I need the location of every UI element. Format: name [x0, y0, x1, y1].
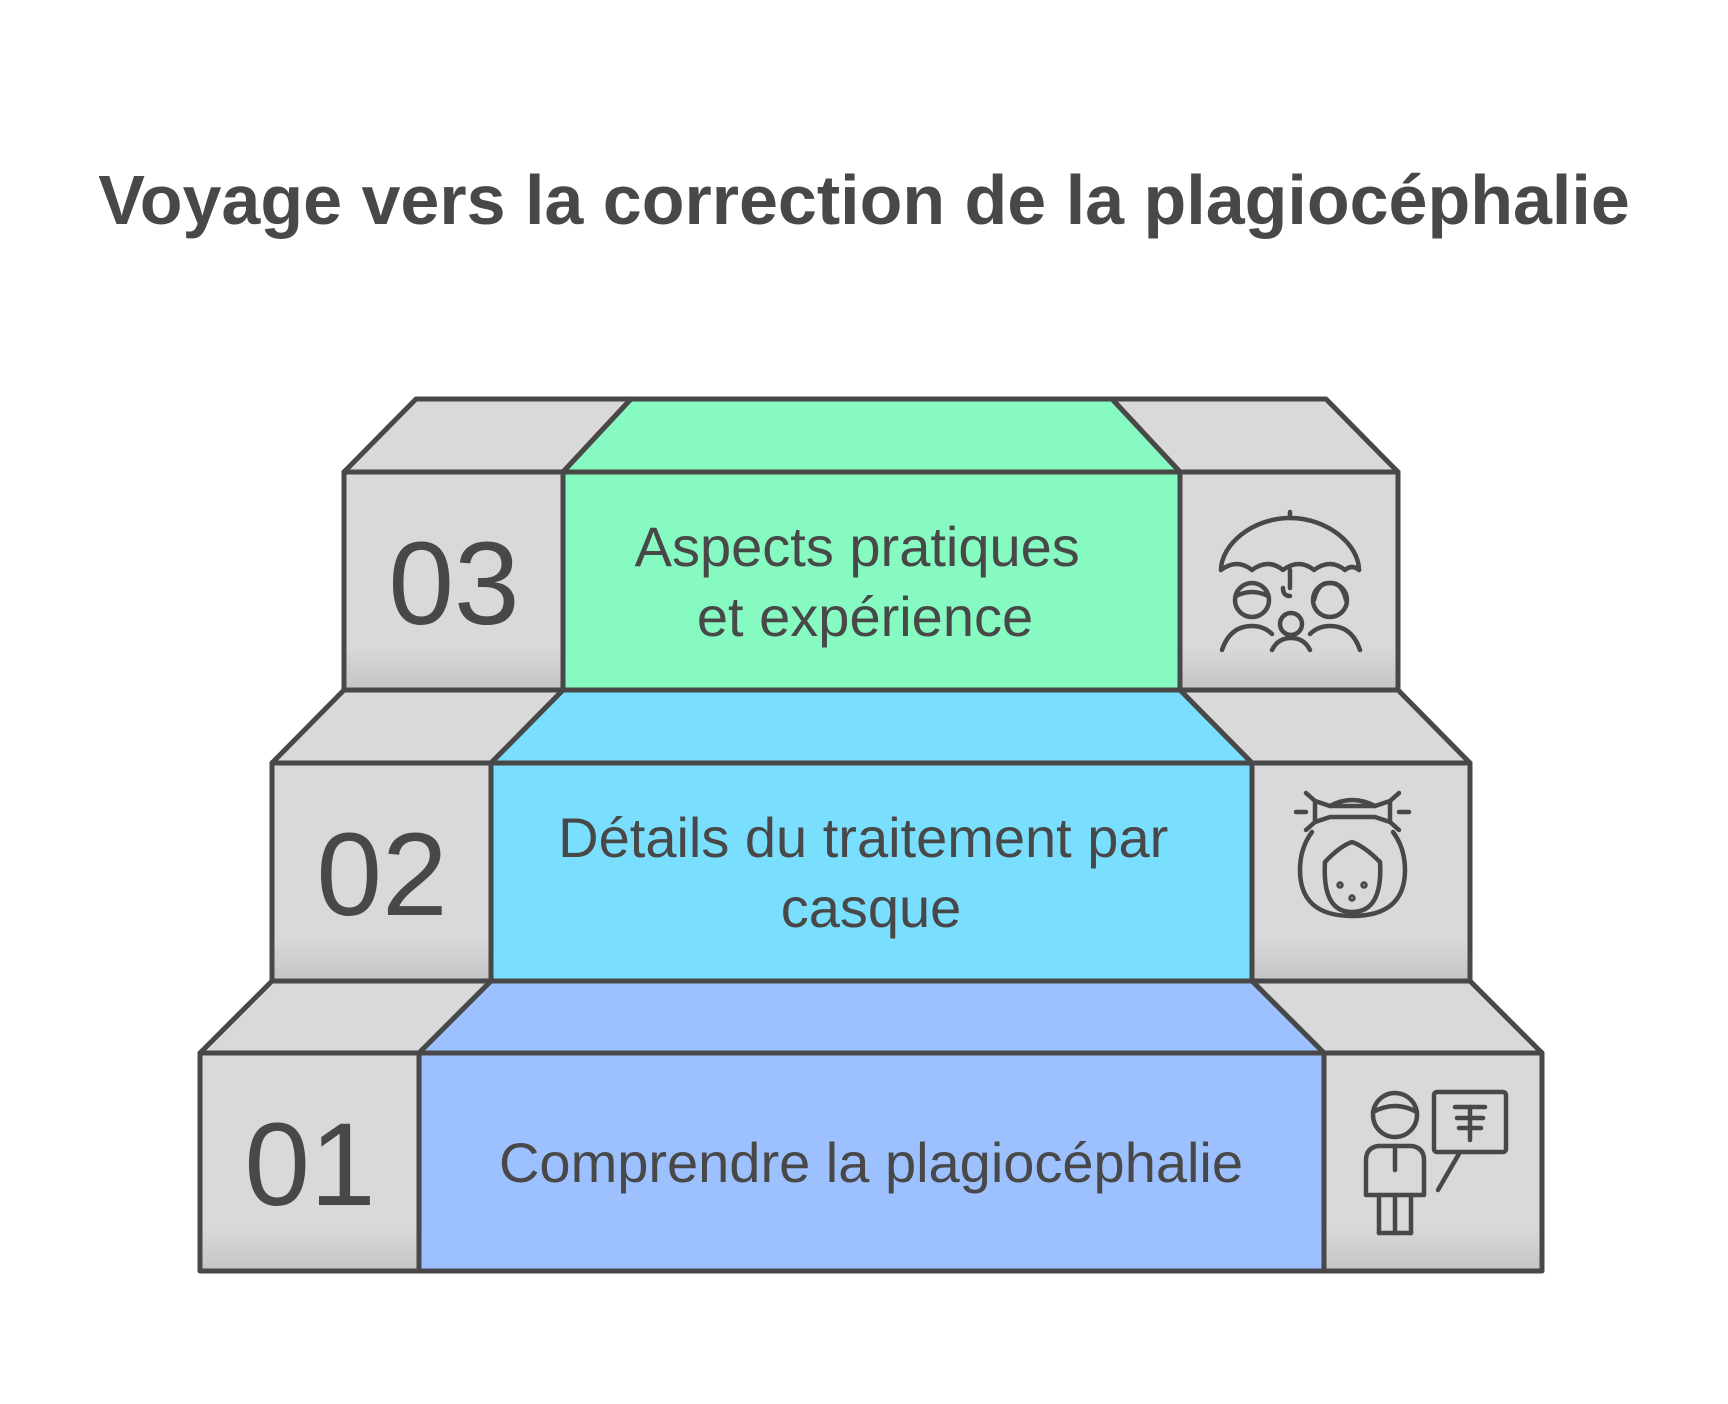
step-03-label-line-1: Aspects pratiques — [635, 515, 1080, 578]
doctor-xray-icon — [1363, 1089, 1509, 1236]
step-02-number: 02 — [316, 809, 447, 941]
step-02-icon-block — [1249, 760, 1473, 984]
step-02-label-line-1: Détails du traitement par — [558, 806, 1168, 869]
step-02: 02 Détails du traitement par casque — [269, 687, 1473, 984]
step-03-number: 03 — [388, 518, 519, 650]
step-03-center-top — [560, 396, 1183, 475]
step-03-label-block — [560, 469, 1183, 693]
step-01-icon-block — [1321, 1050, 1545, 1274]
family-umbrella-icon — [1218, 509, 1363, 653]
step-02-label-line-2: casque — [781, 876, 962, 939]
step-03: 03 Aspects pratiques et expérience — [341, 396, 1401, 693]
step-01-label: Comprendre la plagiocéphalie — [499, 1131, 1243, 1194]
diagram-title: Voyage vers la correction de la plagiocé… — [98, 161, 1630, 239]
step-01: 01 Comprendre la plagiocéphalie — [197, 978, 1545, 1274]
step-01-label-line-1: Comprendre la plagiocéphalie — [499, 1131, 1243, 1194]
step-01-center-top — [416, 978, 1327, 1056]
step-01-number: 01 — [244, 1099, 375, 1231]
step-01-number-block — [197, 1050, 422, 1274]
step-03-icon-block — [1177, 469, 1401, 693]
step-03-label-line-2: et expérience — [697, 585, 1033, 648]
step-03-label: Aspects pratiques et expérience — [635, 515, 1096, 648]
step-01-label-block — [416, 1050, 1327, 1274]
step-02-label: Détails du traitement par casque — [558, 806, 1184, 939]
step-02-center-top — [488, 687, 1255, 766]
step-02-label-block — [488, 760, 1255, 984]
baby-helmet-icon — [1293, 790, 1412, 919]
